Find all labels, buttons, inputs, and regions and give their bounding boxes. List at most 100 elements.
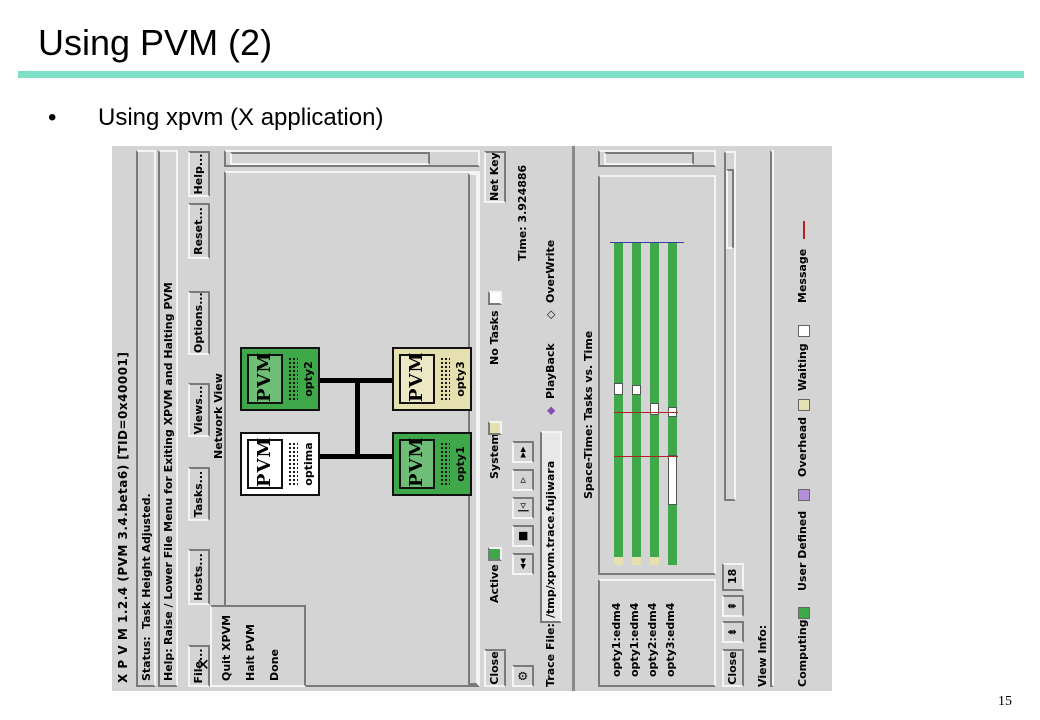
bar2-waiting [632,385,641,395]
legend-userdefined-label: User Defined [796,510,809,591]
host-opty1-icon[interactable]: PVM opty1 [392,432,472,496]
space-time-scroll-thumb[interactable] [604,152,694,165]
legend-userdefined-swatch [798,489,810,501]
legend-message-label: Message [796,248,809,303]
reset-menu-button[interactable]: Reset... [188,203,210,259]
options-menu-button[interactable]: Options... [188,291,210,355]
time-marker [610,242,684,243]
space-time-scrollbar[interactable] [598,150,716,167]
stop-button[interactable]: ■ [512,525,534,547]
space-time-chart [598,175,716,575]
legend-computing-swatch [798,607,810,619]
task-height-up-button[interactable]: ⇞ [722,595,744,617]
net-key-button[interactable]: Net Key [484,151,506,203]
host-opty3-grill [440,357,450,401]
legend-waiting-swatch [798,325,810,337]
legend-notasks-label: No Tasks [488,310,501,365]
legend-system-swatch [488,421,502,435]
panel-divider [572,146,575,691]
trace-file-label: Trace File: [544,623,557,687]
xpvm-screenshot: X P V M 1.2.4 (PVM 3.4.beta6) [TID=0x400… [112,146,832,691]
host-optima-icon[interactable]: PVM optima [240,432,320,496]
views-menu-button[interactable]: Views... [188,383,210,437]
network-close-button[interactable]: Close [484,649,506,687]
task-label-1: opty1:edm4 [610,602,623,677]
page-number: 15 [998,694,1012,709]
host-opty3-name: opty3 [454,361,467,397]
space-time-close-button[interactable]: Close [722,649,744,687]
menu-item-halt-pvm[interactable]: Halt PVM [244,623,257,681]
task-height-down-button[interactable]: ⇟ [722,621,744,643]
task-bar-4 [668,243,677,565]
fast-forward-icon: ▸▸ [516,446,529,458]
step-back-button[interactable]: |◃ [512,497,534,519]
view-info-label: View Info: [756,624,769,687]
space-time-title: Space-Time: Tasks vs. Time [582,330,595,499]
host-optima-name: optima [302,442,315,486]
host-optima-grill [288,442,298,486]
task-bar-2 [632,243,641,565]
menu-item-quit-xpvm[interactable]: Quit XPVM [220,614,233,681]
trace-file-value: /tmp/xpvm.trace.fujiwara [544,460,557,618]
fast-forward-button[interactable]: ▸▸ [512,441,534,463]
message-line-2 [614,412,678,413]
legend-message-swatch [803,221,805,239]
trace-icon[interactable]: ⚙ [512,665,534,687]
bar3-computing [650,243,659,557]
space-time-hscroll[interactable] [724,151,736,501]
overwrite-radio-icon[interactable]: ◇ [544,310,557,319]
bar1-computing [614,243,623,557]
bar2-computing [632,243,641,557]
network-scroll-thumb[interactable] [230,152,430,165]
hosts-menu-button[interactable]: Hosts... [188,549,210,605]
task-label-4: opty3:edm4 [664,602,677,677]
host-opty3-icon[interactable]: PVM opty3 [392,347,472,411]
status-text: Task Height Adjusted. [140,493,153,629]
bar4-computing [668,243,677,565]
task-list: opty1:edm4 opty1:edm4 opty2:edm4 opty3:e… [598,579,716,687]
shrink-icon: ⇟ [726,627,739,637]
network-hscroll[interactable] [468,173,478,685]
xpvm-window: X P V M 1.2.4 (PVM 3.4.beta6) [TID=0x400… [112,146,832,691]
help-text: Raise / Lower File Menu for Exiting XPVM… [162,282,175,645]
trace-file-input[interactable]: /tmp/xpvm.trace.fujiwara [540,431,562,623]
rewind-icon: ◂◂ [516,558,529,570]
legend-active-swatch [488,547,502,561]
legend-overhead-label: Overhead [796,417,809,477]
playback-radio-icon[interactable]: ◆ [544,406,557,415]
task-label-2: opty1:edm4 [628,602,641,677]
task-label-3: opty2:edm4 [646,602,659,677]
overwrite-label[interactable]: OverWrite [544,239,557,303]
network-scrollbar[interactable] [224,150,480,167]
task-bar-1 [614,243,623,565]
mouse-cursor-icon: ✕ [194,657,213,671]
status-bar: Status: Task Height Adjusted. [136,150,156,687]
bar1-overhead [614,557,623,565]
host-opty3-screen: PVM [399,352,435,404]
host-opty2-icon[interactable]: PVM opty2 [240,347,320,411]
bar1-waiting [614,383,623,395]
host-opty2-grill [288,357,298,401]
bar3-waiting [650,403,659,415]
help-menu-button[interactable]: Help... [188,151,210,197]
bar2-overhead [632,557,641,565]
task-height-field[interactable]: 18 [722,563,744,591]
step-forward-icon: ▹ [516,477,529,483]
host-optima-screen: PVM [247,437,283,489]
rewind-button[interactable]: ◂◂ [512,553,534,575]
playback-label[interactable]: PlayBack [544,343,557,399]
host-opty1-screen: PVM [399,437,435,489]
bullet-text: Using xpvm (X application) [98,104,384,131]
step-forward-button[interactable]: ▹ [512,469,534,491]
tasks-menu-button[interactable]: Tasks... [188,467,210,521]
grow-icon: ⇞ [726,601,739,611]
space-time-hscroll-thumb[interactable] [726,169,734,249]
slide-title: Using PVM (2) [38,22,273,63]
menu-item-done[interactable]: Done [268,649,281,681]
network-edge-horizontal [355,378,360,459]
trace-time: Time: 3.924886 [516,164,529,261]
bar4-waiting [668,455,677,505]
status-label: Status: [140,636,153,681]
legend-overhead-swatch [798,399,810,411]
host-opty2-name: opty2 [302,361,315,397]
